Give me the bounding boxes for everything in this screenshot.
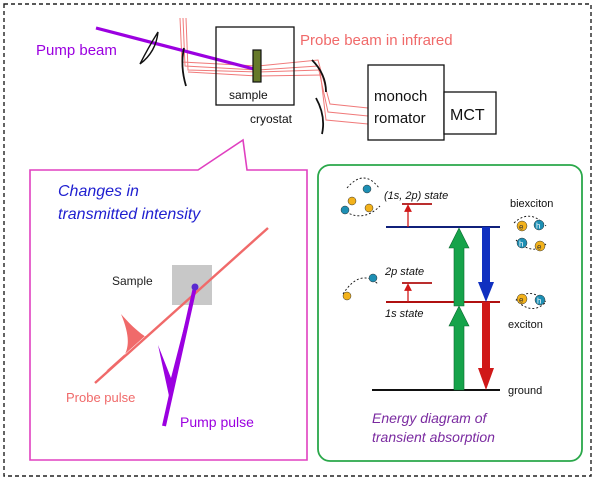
- exciton-label: exciton: [508, 319, 543, 331]
- cryostat-label: cryostat: [250, 112, 293, 126]
- transmission-title-1: Changes in: [58, 183, 139, 200]
- transmission-panel: Changes in transmitted intensity Sample …: [29, 138, 308, 461]
- electron-letter: e: [519, 296, 524, 305]
- electron-icon: [516, 220, 528, 232]
- mct-detector-box: [443, 91, 497, 135]
- hole-letter: h: [537, 297, 541, 306]
- pump-beam-line: [95, 26, 259, 72]
- mct-label: MCT: [450, 107, 485, 124]
- electron-icon: [516, 293, 528, 305]
- electron-icon: [534, 240, 546, 252]
- pump-beam-label: Pump beam: [36, 42, 117, 59]
- sample-label: sample: [229, 88, 268, 102]
- electron-icon: [342, 291, 352, 301]
- energy-panel: (1s, 2p) state 2p state 1s state biexcit…: [317, 164, 583, 462]
- probe-pulse-shape: [106, 314, 148, 371]
- probe-beam-label: Probe beam in infrared: [300, 32, 453, 49]
- biexciton-label: biexciton: [510, 198, 553, 210]
- electron-letter: e: [519, 223, 524, 232]
- energy-panel-border: [317, 164, 583, 462]
- state-1s-label: 1s state: [385, 308, 424, 320]
- green-arrow-lower: [448, 305, 470, 391]
- particles-biexciton: e h h e: [513, 215, 547, 252]
- transmission-callout-border: [29, 138, 308, 461]
- particles-2p: [342, 273, 379, 301]
- panel-sample-label: Sample: [112, 274, 153, 288]
- pump-lens-icon: [139, 31, 159, 65]
- hole-icon: [534, 294, 546, 306]
- experimental-setup: sample cryostat monoch romator MCT Pump …: [36, 17, 497, 141]
- probe-pulse-line: [94, 227, 269, 384]
- pump-pulse-label: Pump pulse: [180, 414, 254, 430]
- hole-icon: [533, 219, 545, 231]
- hole-icon: [362, 184, 372, 194]
- hole-icon: [340, 205, 350, 215]
- sample-plate: [252, 49, 262, 83]
- probe-pulse-label: Probe pulse: [66, 390, 135, 405]
- pump-pulse-shape: [158, 300, 191, 396]
- transmission-title-2: transmitted intensity: [58, 206, 201, 223]
- red-down-arrow: [478, 302, 494, 390]
- probe-beam-path: [179, 17, 369, 125]
- particles-1s2p: [340, 177, 381, 217]
- pump-spot: [191, 283, 199, 291]
- collection-mirror-icon: [315, 97, 325, 135]
- particles-exciton: e h: [515, 293, 547, 309]
- green-arrow-upper: [448, 227, 470, 307]
- collection-lens-icon: [311, 59, 327, 93]
- monochromator-box: [367, 64, 445, 141]
- hole-icon: [368, 273, 378, 283]
- outer-dashed-frame: [3, 3, 592, 477]
- pump-pulse-line: [162, 286, 197, 427]
- ground-label: ground: [508, 385, 542, 397]
- monochromator-label-2: romator: [374, 110, 426, 127]
- cryostat-box: [215, 26, 295, 106]
- blue-down-arrow: [478, 227, 494, 302]
- electron-icon: [364, 203, 374, 213]
- energy-title-1: Energy diagram of: [372, 410, 489, 426]
- hole-letter: h: [519, 240, 523, 249]
- probe-mirror-icon: [181, 47, 187, 87]
- electron-icon: [347, 196, 357, 206]
- hole-icon: [516, 237, 528, 249]
- state-1s2p-label: (1s, 2p) state: [384, 190, 448, 202]
- energy-title-2: transient absorption: [372, 429, 495, 445]
- electron-letter: e: [537, 243, 542, 252]
- monochromator-label-1: monoch: [374, 88, 427, 105]
- hole-letter: h: [536, 222, 540, 231]
- state-2p-label: 2p state: [384, 266, 424, 278]
